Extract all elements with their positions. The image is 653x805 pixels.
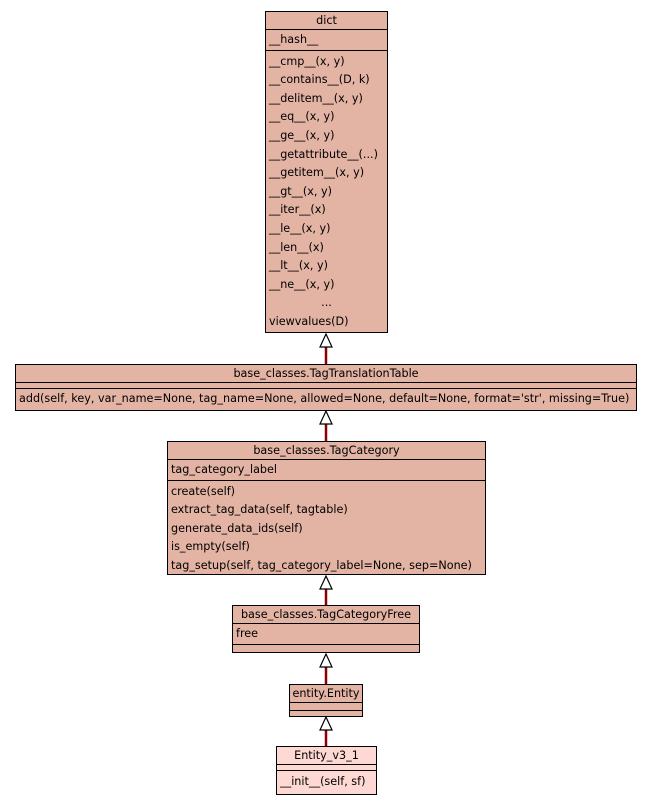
method-item: __getitem__(x, y) [269,166,365,180]
class-entity-v3-1: Entity_v3_1 __init__(self, sf) [276,746,377,795]
class-attributes: free [233,624,419,645]
method-item: create(self) [171,484,236,498]
class-title: dict [266,12,387,30]
class-methods: __init__(self, sf) [277,771,376,792]
class-methods: __cmp__(x, y) __contains__(D, k) __delit… [266,51,387,332]
class-tag-category: base_classes.TagCategory tag_category_la… [167,441,486,575]
method-item: __contains__(D, k) [269,73,370,87]
class-tag-category-free: base_classes.TagCategoryFree free [232,605,420,653]
method-item: __le__(x, y) [269,221,331,235]
inheritance-edge-tagtranslationtable-dict [319,332,333,364]
class-attributes: __hash__ [266,30,387,51]
method-item: __eq__(x, y) [269,110,335,124]
class-title: base_classes.TagCategory [168,442,485,460]
class-attributes [16,383,636,389]
inheritance-edge-entityv31-entity [319,715,333,746]
method-item: viewvalues(D) [269,314,349,328]
inheritance-edge-entity-tagcategoryfree [319,652,333,684]
attribute-item: tag_category_label [171,463,278,476]
class-title: entity.Entity [290,685,362,703]
class-methods [290,711,362,713]
method-ellipsis: ... [321,296,332,310]
method-item: __getattribute__(...) [269,147,378,161]
class-methods [233,645,419,647]
method-item: __cmp__(x, y) [269,54,345,68]
class-title: base_classes.TagCategoryFree [233,606,419,624]
method-item: __init__(self, sf) [280,775,366,788]
class-title: Entity_v3_1 [277,747,376,765]
inheritance-edge-tagcategoryfree-tagcategory [319,574,333,605]
class-title: base_classes.TagTranslationTable [16,365,636,383]
method-item: __ne__(x, y) [269,277,335,291]
class-methods: add(self, key, var_name=None, tag_name=N… [16,389,636,409]
class-methods: create(self) extract_tag_data(self, tagt… [168,481,485,576]
method-item: __gt__(x, y) [269,184,332,198]
method-item: is_empty(self) [171,540,250,554]
attribute-item: __hash__ [269,33,319,46]
class-attributes: tag_category_label [168,460,485,481]
method-item: __iter__(x) [269,203,326,217]
class-attributes [290,703,362,711]
method-item: add(self, key, var_name=None, tag_name=N… [19,392,630,405]
method-item: generate_data_ids(self) [171,521,303,535]
class-tag-translation-table: base_classes.TagTranslationTable add(sel… [15,364,637,411]
method-item: extract_tag_data(self, tagtable) [171,503,348,517]
class-attributes [277,765,376,771]
method-item: tag_setup(self, tag_category_label=None,… [171,558,472,572]
method-item: __lt__(x, y) [269,259,328,273]
class-entity: entity.Entity [289,684,363,717]
attribute-item: free [236,627,259,640]
method-item: __len__(x) [269,240,324,254]
method-item: __ge__(x, y) [269,128,335,142]
method-item: __delitem__(x, y) [269,91,363,105]
class-dict: dict __hash__ __cmp__(x, y) __contains__… [265,11,388,333]
inheritance-edge-tagcategory-tagtranslationtable [319,409,333,441]
